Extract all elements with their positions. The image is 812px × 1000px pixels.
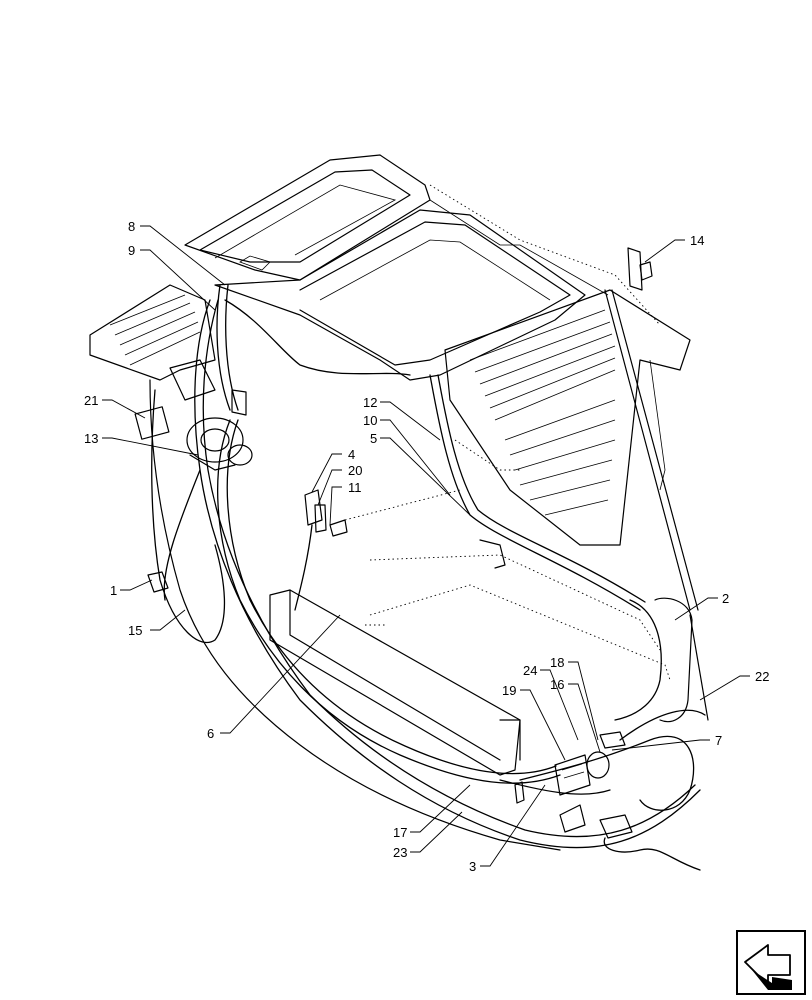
callout-14: 14 xyxy=(690,233,704,248)
roof-panel xyxy=(184,154,661,381)
leader-lines xyxy=(102,225,750,867)
callout-13: 13 xyxy=(84,431,98,446)
cable-clip xyxy=(147,571,169,593)
callout-9: 9 xyxy=(128,243,135,258)
left-vent-duct xyxy=(89,284,216,401)
callout-15: 15 xyxy=(128,623,142,638)
callout-22: 22 xyxy=(755,669,769,684)
next-page-arrow-icon[interactable] xyxy=(736,930,806,995)
callout-21: 21 xyxy=(84,393,98,408)
callout-24: 24 xyxy=(523,663,537,678)
callout-23: 23 xyxy=(393,845,407,860)
callout-12: 12 xyxy=(363,395,377,410)
callout-17: 17 xyxy=(393,825,407,840)
callout-5: 5 xyxy=(370,431,377,446)
callout-3: 3 xyxy=(469,859,476,874)
cab-floor-outline xyxy=(344,489,671,681)
callout-19: 19 xyxy=(502,683,516,698)
cab-bottom-frame xyxy=(149,379,611,851)
lower-duct xyxy=(269,589,521,776)
right-pillar xyxy=(604,289,709,723)
callout-labels: 8 9 14 21 13 12 10 5 4 20 11 1 15 2 6 24… xyxy=(84,219,769,874)
callout-6: 6 xyxy=(207,726,214,741)
callout-2: 2 xyxy=(722,591,729,606)
lower-right-electrical xyxy=(514,731,701,871)
heater-fan-unit xyxy=(134,389,253,471)
callout-7: 7 xyxy=(715,733,722,748)
callout-8: 8 xyxy=(128,219,135,234)
part-14-bracket xyxy=(627,247,653,291)
wiring-harness xyxy=(151,284,706,849)
connector-group xyxy=(294,489,348,611)
callout-18: 18 xyxy=(550,655,564,670)
callout-10: 10 xyxy=(363,413,377,428)
callout-16: 16 xyxy=(550,677,564,692)
callout-20: 20 xyxy=(348,463,362,478)
rear-grille-panel xyxy=(444,289,691,546)
callout-1: 1 xyxy=(110,583,117,598)
callout-11: 11 xyxy=(348,480,362,495)
callout-4: 4 xyxy=(348,447,355,462)
